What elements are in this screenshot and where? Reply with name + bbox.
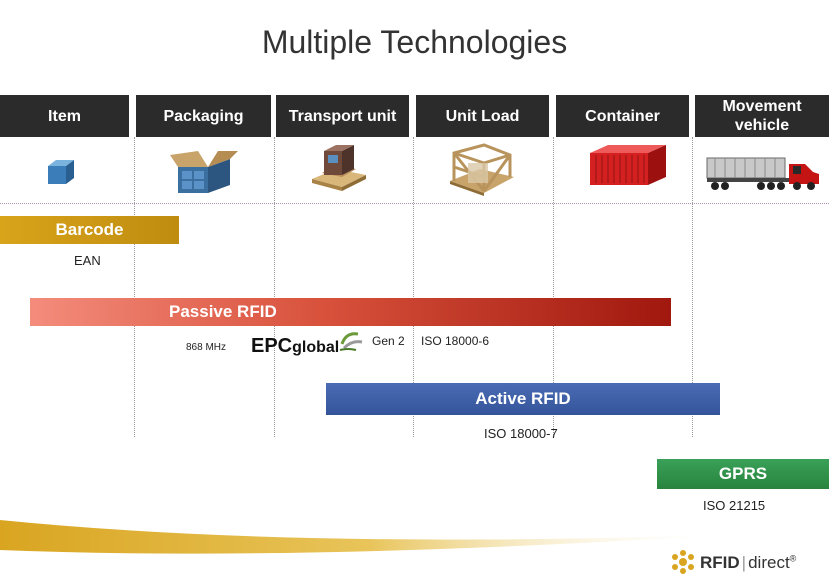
- frequency-label: 868 MHz: [186, 342, 227, 353]
- active-rfid-bar: Active RFID: [326, 383, 720, 415]
- decorative-swoosh: [0, 520, 740, 554]
- barcode-bar: Barcode: [0, 216, 179, 244]
- logo-direct: direct: [748, 553, 790, 572]
- box-icon: [48, 160, 74, 184]
- column-divider: [692, 137, 693, 437]
- logo-rfid: RFID: [700, 553, 740, 572]
- column-divider: [134, 137, 135, 437]
- column-header-transport-unit: Transport unit: [276, 95, 409, 137]
- column-header-packaging: Packaging: [136, 95, 271, 137]
- row-divider: [0, 203, 829, 204]
- iso-21215-label: ISO 21215: [703, 498, 766, 513]
- column-divider: [413, 137, 414, 437]
- global-logo-text: global: [292, 339, 340, 356]
- pallet-icon: [312, 145, 366, 191]
- column-divider: [274, 137, 275, 437]
- column-header-container: Container: [556, 95, 689, 137]
- packaging-box-icon: [170, 151, 238, 193]
- epcglobal-logo: EPCglobal: [251, 335, 339, 358]
- passive-rfid-bar: Passive RFID: [30, 298, 671, 326]
- gprs-bar: GPRS: [657, 459, 829, 489]
- ean-label: EAN: [74, 253, 101, 268]
- truck-icon: [706, 157, 819, 190]
- page-title: Multiple Technologies: [261, 24, 568, 60]
- column-header-item: Item: [0, 95, 129, 137]
- column-header-unit-load: Unit Load: [416, 95, 549, 137]
- iso-18000-6-label: ISO 18000-6: [421, 334, 490, 348]
- column-divider: [553, 137, 554, 437]
- column-header-movement-vehicle: Movement vehicle: [695, 95, 829, 137]
- barcode-label: Barcode: [55, 220, 124, 239]
- container-icon: [590, 145, 666, 185]
- epc-logo-text: EPC: [251, 335, 293, 357]
- epcglobal-emblem-icon: [339, 332, 363, 351]
- gen2-label: Gen 2: [372, 334, 405, 348]
- active-rfid-label: Active RFID: [475, 389, 571, 408]
- iso-18000-7-label: ISO 18000-7: [484, 426, 558, 441]
- passive-rfid-label: Passive RFID: [169, 302, 277, 321]
- rfid-direct-logo-icon: [672, 550, 694, 574]
- unit-load-icon: [450, 143, 514, 196]
- gprs-label: GPRS: [718, 464, 768, 483]
- rfid-direct-logo: RFID|direct®: [700, 553, 797, 572]
- logo-registered: ®: [789, 553, 797, 564]
